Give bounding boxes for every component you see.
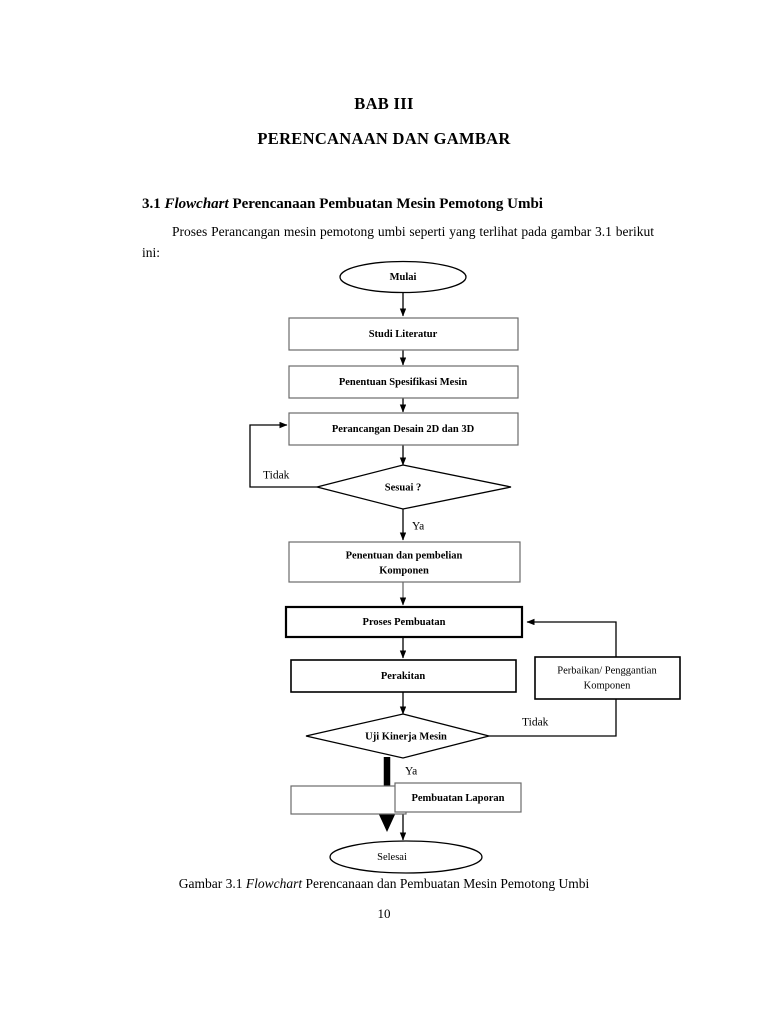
proses-pembuatan-label: Proses Pembuatan — [363, 617, 446, 628]
section-number: 3.1 — [142, 196, 161, 212]
edge-label-sesuai-tidak: Tidak — [263, 470, 290, 482]
perbaikan-label-line2: Komponen — [584, 680, 631, 691]
pembelian-box — [288, 541, 521, 583]
laporan-label: Pembuatan Laporan — [411, 793, 504, 804]
flow-node-mulai[interactable]: Mulai — [339, 260, 467, 294]
flow-node-empty-box[interactable] — [290, 785, 407, 815]
selesai-ellipse — [329, 840, 483, 874]
figure-caption-italic: Flowchart — [245, 876, 303, 891]
flow-node-proses-pembuatan[interactable]: Proses Pembuatan — [284, 605, 524, 639]
flow-node-perbaikan[interactable]: Perbaikan/ Penggantian Komponen — [534, 656, 681, 700]
sesuai-label: Sesuai ? — [385, 482, 421, 493]
figure-caption-rest: Perencanaan dan Pembuatan Mesin Pemotong… — [305, 876, 590, 891]
flow-node-desain[interactable]: Perancangan Desain 2D dan 3D — [288, 412, 519, 446]
intro-paragraph: Proses Perancangan mesin pemotong umbi s… — [142, 221, 654, 263]
flow-node-selesai[interactable]: Selesai — [329, 840, 483, 874]
perbaikan-label-line1: Perbaikan/ Penggantian — [557, 665, 657, 676]
flow-node-uji-kinerja[interactable]: Uji Kinerja Mesin — [305, 713, 490, 759]
perakitan-label: Perakitan — [381, 671, 425, 682]
flow-node-sesuai[interactable]: Sesuai ? — [316, 464, 512, 510]
studi-literatur-box — [288, 317, 519, 351]
page-number: 10 — [377, 906, 391, 921]
chapter-subtitle: PERENCANAAN DAN GAMBAR — [257, 129, 511, 148]
perbaikan-box — [534, 656, 681, 700]
pembelian-label-line1: Penentuan dan pembelian — [346, 550, 463, 561]
studi-literatur-label: Studi Literatur — [369, 329, 438, 340]
spesifikasi-box — [288, 365, 519, 399]
empty-box — [290, 785, 407, 815]
edge-label-uji-tidak: Tidak — [522, 717, 549, 729]
selesai-label: Selesai — [377, 852, 407, 863]
desain-label: Perancangan Desain 2D dan 3D — [332, 424, 475, 435]
flow-node-laporan[interactable]: Pembuatan Laporan — [394, 782, 522, 813]
laporan-box — [394, 782, 522, 813]
mulai-label: Mulai — [390, 272, 417, 283]
chapter-title: BAB III — [354, 94, 414, 113]
uji-kinerja-label: Uji Kinerja Mesin — [365, 731, 447, 742]
proses-pembuatan-box — [284, 605, 524, 639]
perakitan-box — [290, 659, 517, 693]
pembelian-label-line2: Komponen — [379, 565, 429, 576]
desain-box — [288, 412, 519, 446]
flow-node-spesifikasi[interactable]: Penentuan Spesifikasi Mesin — [288, 365, 519, 399]
section-heading: 3.1 Flowchart Perencanaan Pembuatan Mesi… — [142, 196, 662, 213]
uji-kinerja-diamond — [305, 713, 490, 759]
intro-paragraph-text: Proses Perancangan mesin pemotong umbi s… — [142, 224, 654, 260]
edge-label-sesuai-ya: Ya — [412, 521, 424, 533]
flow-node-pembelian[interactable]: Penentuan dan pembelian Komponen — [288, 541, 521, 583]
section-title-rest: Perencanaan Pembuatan Mesin Pemotong Umb… — [232, 196, 543, 212]
sesuai-diamond — [316, 464, 512, 510]
mulai-ellipse — [339, 260, 467, 294]
flow-node-perakitan[interactable]: Perakitan — [290, 659, 517, 693]
figure-caption: Gambar 3.1 Flowchart Perencanaan dan Pem… — [0, 876, 768, 892]
figure-caption-prefix: Gambar 3.1 — [178, 876, 243, 891]
spesifikasi-label: Penentuan Spesifikasi Mesin — [339, 377, 468, 388]
edge-label-uji-ya: Ya — [405, 766, 417, 778]
flow-node-studi-literatur[interactable]: Studi Literatur — [288, 317, 519, 351]
edge-sesuai-tidak-loop — [249, 421, 317, 488]
section-title-italic: Flowchart — [164, 196, 229, 212]
